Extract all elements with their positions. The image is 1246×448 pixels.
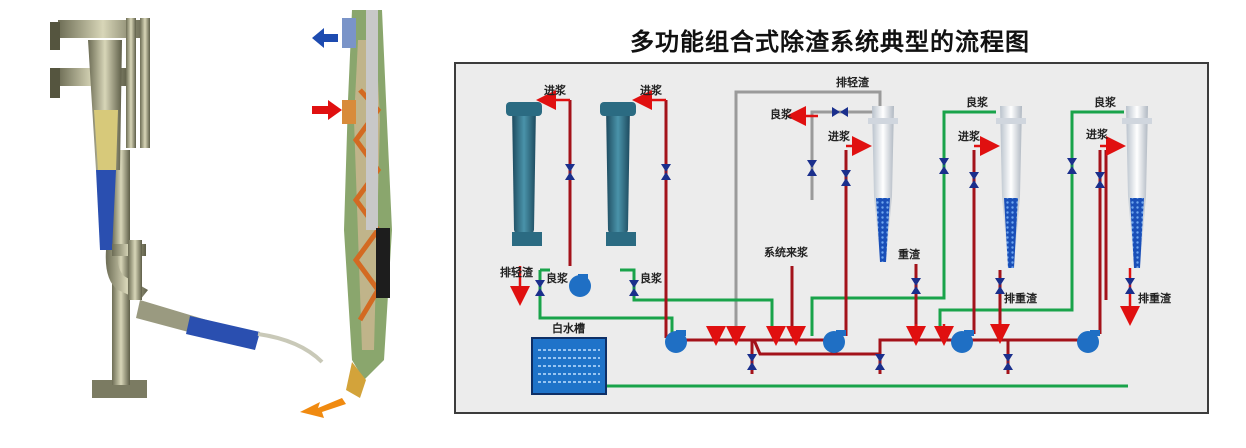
valve-icon [807, 160, 817, 176]
valve-icon [1125, 278, 1135, 294]
label-liangjiang: 良浆 [640, 271, 663, 285]
label-xiqingzha: 排轻渣 [836, 75, 870, 89]
valve-icon [832, 107, 848, 117]
hydrocyclone-icon [600, 102, 636, 246]
pump-icon [951, 330, 974, 353]
tank-icon [531, 337, 607, 395]
cleaner-cutaway-icon [300, 10, 392, 418]
label-baishuicao: 白水槽 [552, 321, 585, 335]
valve-icon [1003, 354, 1013, 370]
valve-icon [747, 354, 757, 370]
flow-arrows [510, 90, 1140, 346]
outlet-arrow-icon [312, 28, 338, 48]
label-liangjiang: 良浆 [770, 107, 793, 121]
label-xitonglaijiang: 系统来浆 [764, 245, 809, 259]
label-jinjiang: 进浆 [958, 129, 981, 143]
label-xizhongzha: 排重渣 [1138, 291, 1172, 305]
valve-icon [535, 280, 545, 296]
label-liangjiang: 良浆 [1094, 95, 1117, 109]
pump-icon [569, 274, 591, 297]
valve-icon [1067, 158, 1077, 174]
label-jinjiang: 进浆 [640, 83, 663, 97]
inlet-arrow-icon [312, 100, 342, 120]
valve-icon [1095, 172, 1105, 188]
valve-icon [875, 354, 885, 370]
pump-icon [823, 330, 846, 353]
valve-icon [995, 278, 1005, 294]
valve-icon [565, 164, 575, 180]
cleaner-photo-icon [50, 18, 324, 398]
diagram-labels: 进浆 进浆 排轻渣 良浆 进浆 良浆 进浆 良浆 进浆 排轻渣 良浆 良浆 系统… [500, 75, 1172, 335]
reject-arrow-icon [300, 398, 346, 418]
valve-icon [841, 170, 851, 186]
valve-icon [629, 280, 639, 296]
pump-icon [1077, 330, 1100, 353]
label-zhongzha: 重渣 [898, 247, 921, 261]
label-xizhongzha: 排重渣 [1004, 291, 1038, 305]
diagram-title: 多功能组合式除渣系统典型的流程图 [630, 28, 1030, 56]
valve-icon [939, 158, 949, 174]
valve-icon [911, 278, 921, 294]
valve-icon [969, 172, 979, 188]
hydrocyclone-icon [1122, 106, 1152, 268]
label-liangjiang: 良浆 [546, 271, 569, 285]
label-jinjiang: 进浆 [544, 83, 567, 97]
hydrocyclone-icon [868, 106, 898, 262]
label-jinjiang: 进浆 [1086, 127, 1109, 141]
valves [535, 107, 1135, 370]
valve-icon [661, 164, 671, 180]
label-xiqingzha: 排轻渣 [500, 265, 534, 279]
label-liangjiang: 良浆 [966, 95, 989, 109]
label-jinjiang: 进浆 [828, 129, 851, 143]
hydrocyclone-icon [996, 106, 1026, 268]
pump-icon [665, 330, 687, 353]
hydrocyclone-icon [506, 102, 542, 246]
